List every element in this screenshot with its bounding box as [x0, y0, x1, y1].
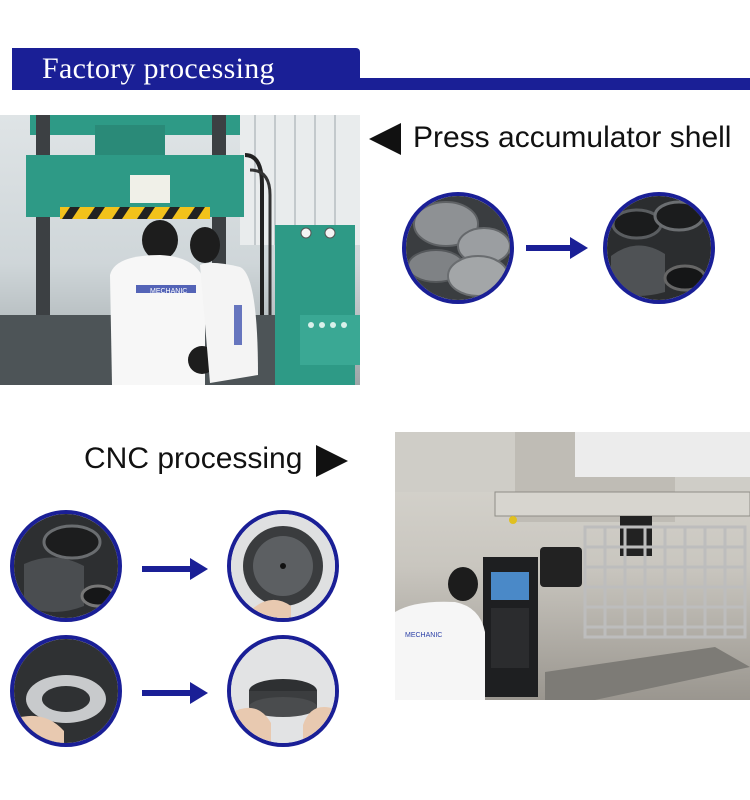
machined-cap-image: [227, 510, 339, 622]
header-banner: [12, 48, 360, 90]
arrow-right-icon: [142, 682, 208, 704]
cnc-machine-illustration: MECHANIC: [395, 432, 750, 700]
press-machine-photo: MECHANIC: [0, 115, 360, 385]
shell-cups-illustration: [14, 514, 118, 618]
cnc-section-label: CNC processing: [84, 442, 303, 475]
press-section-label: Press accumulator shell: [413, 121, 732, 154]
ring-blank-illustration: [14, 639, 118, 743]
steel-cups-illustration: [607, 196, 711, 300]
cnc-shirt-logo: MECHANIC: [405, 632, 442, 639]
machined-cap-illustration: [231, 514, 335, 618]
cnc-machine-photo: MECHANIC: [395, 432, 750, 700]
arrow-right-icon: [142, 558, 208, 580]
pointer-left-icon: [369, 123, 401, 155]
pointer-right-icon: [316, 445, 348, 477]
blank-discs-image: [402, 192, 514, 304]
shell-cups-image: [10, 510, 122, 622]
ring-blank-image: [10, 635, 122, 747]
finished-ring-illustration: [231, 639, 335, 743]
press-shirt-logo: MECHANIC: [150, 288, 187, 295]
pressed-cups-image: [603, 192, 715, 304]
page-title: Factory processing: [42, 52, 275, 85]
arrow-right-icon: [526, 237, 588, 259]
press-machine-illustration: MECHANIC: [0, 115, 360, 385]
steel-discs-illustration: [406, 196, 510, 300]
finished-ring-image: [227, 635, 339, 747]
